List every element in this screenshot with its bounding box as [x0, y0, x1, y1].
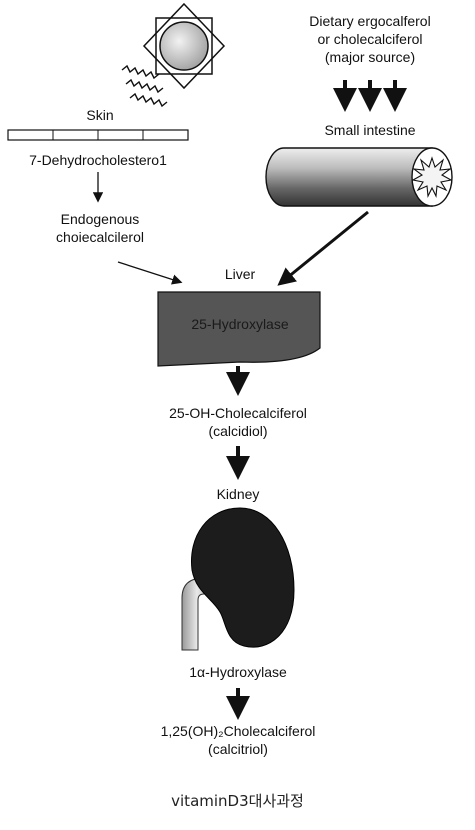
- dietary-line-2: or cholecalciferol: [270, 30, 470, 48]
- arrow-endogenous-to-liver: [118, 262, 180, 282]
- calcidiol-label: 25-OH-Cholecalciferol (calcidiol): [118, 404, 358, 440]
- small-intestine-icon: [266, 148, 452, 206]
- sun-icon: [144, 4, 224, 88]
- calcitriol-line-2: (calcitriol): [108, 740, 368, 758]
- dietary-source-label: Dietary ergocalferol or cholecalciferol …: [270, 12, 470, 66]
- kidney-label: Kidney: [198, 485, 278, 503]
- small-intestine-label: Small intestine: [300, 121, 440, 139]
- endogenous-line-1: Endogenous: [20, 210, 180, 228]
- liver-label: Liver: [210, 265, 270, 283]
- calcidiol-line-1: 25-OH-Cholecalciferol: [118, 404, 358, 422]
- liver-enzyme-label: 25-Hydroxylase: [165, 315, 315, 333]
- dehydrocholesterol-label: 7-Dehydrocholestero1: [6, 151, 190, 169]
- calcitriol-label: 1,25(OH)₂Cholecalciferol (calcitriol): [108, 722, 368, 758]
- dietary-line-3: (major source): [270, 48, 470, 66]
- endogenous-line-2: choiecalcilerol: [20, 228, 180, 246]
- kidney-enzyme-label: 1α-Hydroxylase: [158, 663, 318, 681]
- endogenous-label: Endogenous choiecalcilerol: [20, 210, 180, 246]
- dietary-intake-arrows: [345, 80, 395, 104]
- uv-rays-icon: [122, 66, 167, 106]
- dietary-line-1: Dietary ergocalferol: [270, 12, 470, 30]
- skin-label: Skin: [70, 106, 130, 124]
- skin-layer: [8, 130, 188, 140]
- arrow-intestine-to-liver: [282, 212, 368, 282]
- calcitriol-line-1: 1,25(OH)₂Cholecalciferol: [108, 722, 368, 740]
- kidney-icon: [182, 508, 294, 650]
- calcidiol-line-2: (calcidiol): [118, 422, 358, 440]
- figure-caption: vitaminD3대사과정: [0, 790, 475, 811]
